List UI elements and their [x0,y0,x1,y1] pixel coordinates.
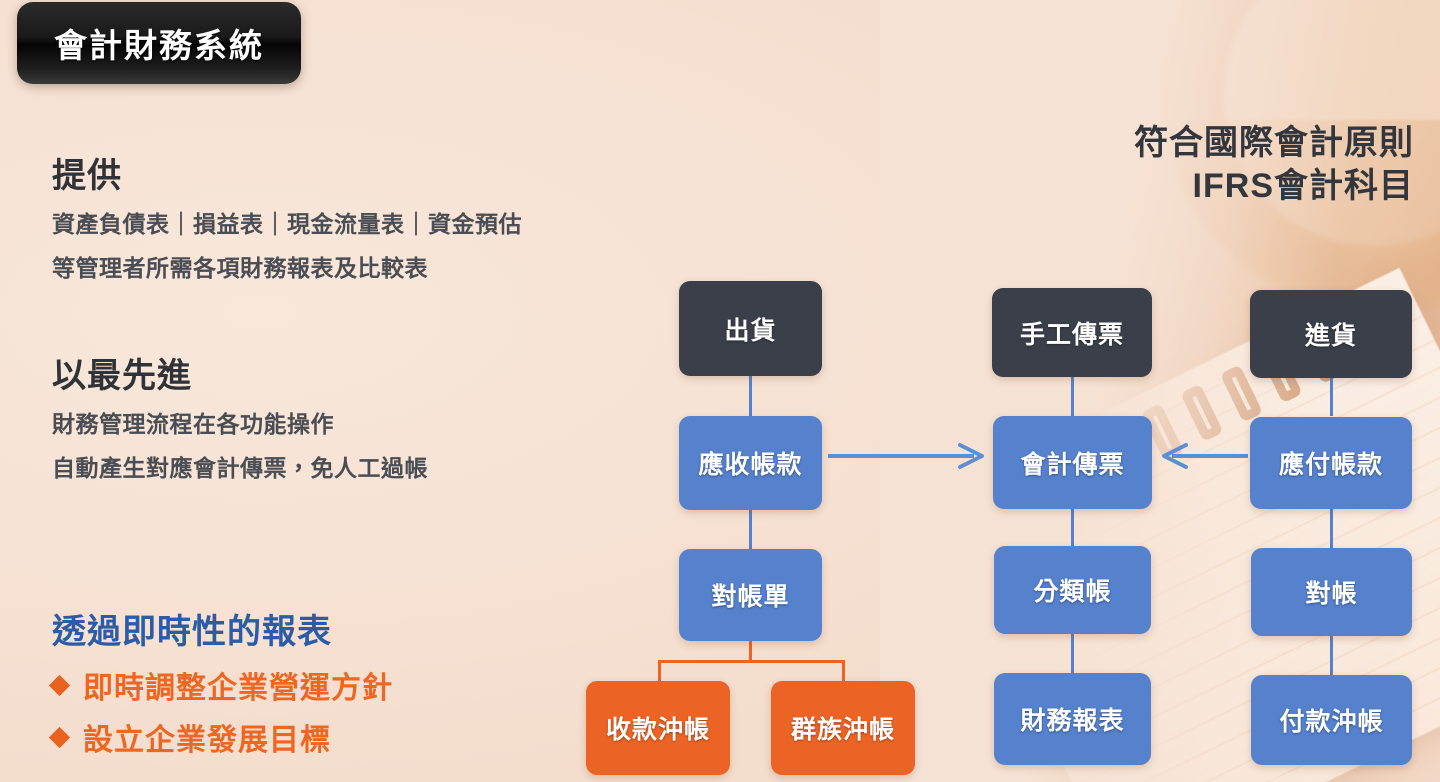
section-report-heading: 透過即時性的報表 [52,613,332,651]
report-bullet-item: 設立企業發展目標 [48,715,393,759]
report-bullet-item: 即時調整企業營運方針 [48,663,393,707]
section-provide-line-1: 資產負債表｜損益表｜現金流量表｜資金預估 [52,211,522,237]
flow-node-purchase[interactable]: 進貨 [1250,290,1412,378]
section-advanced: 以最先進 財務管理流程在各功能操作 自動產生對應會計傳票，免人工過帳 [52,348,428,493]
connector-purchase-to-ap [1330,378,1333,416]
section-advanced-line-1: 財務管理流程在各功能操作 [52,411,334,437]
connector-statement-left-drop [658,660,661,683]
slide-title-text: 會計財務系統 [54,27,264,64]
section-report: 透過即時性的報表 即時調整企業營運方針 設立企業發展目標 [48,604,393,767]
connector-statement-stem [749,638,752,662]
flow-node-reconciliation[interactable]: 對帳 [1251,548,1412,636]
flow-node-group-offset[interactable]: 群族沖帳 [771,681,915,775]
flow-node-accounting-voucher[interactable]: 會計傳票 [993,416,1152,509]
section-provide: 提供 資產負債表｜損益表｜現金流量表｜資金預估 等管理者所需各項財務報表及比較表 [52,148,522,293]
connector-ap-to-reconciliation [1330,508,1333,550]
section-provide-heading: 提供 [52,157,122,195]
arrow-ar-to-voucher [828,443,984,469]
arrow-ap-to-voucher [1162,443,1248,469]
connector-statement-right-drop [842,660,845,683]
right-heading-line-1: 符合國際會計原則 [1134,124,1414,162]
flow-node-manual-voucher[interactable]: 手工傳票 [992,288,1152,377]
flow-node-statement[interactable]: 對帳單 [679,549,822,641]
slide-title-badge: 會計財務系統 [17,2,301,84]
section-advanced-line-2: 自動產生對應會計傳票，免人工過帳 [52,455,428,481]
flow-node-accounts-receivable[interactable]: 應收帳款 [679,416,822,510]
flow-node-financial-report[interactable]: 財務報表 [994,673,1151,765]
report-bullet-label: 即時調整企業營運方針 [83,672,393,705]
flow-node-shipping[interactable]: 出貨 [679,281,822,376]
connector-voucher-to-ledger [1071,508,1074,550]
flow-node-accounts-payable[interactable]: 應付帳款 [1250,417,1412,509]
flow-node-payment-offset[interactable]: 付款沖帳 [1251,675,1412,765]
right-heading: 符合國際會計原則 IFRS會計科目 [1134,122,1414,207]
report-bullet-label: 設立企業發展目標 [83,724,331,757]
connector-reconciliation-to-payment [1330,634,1333,676]
section-provide-line-2: 等管理者所需各項財務報表及比較表 [52,255,428,281]
connector-ledger-to-report [1071,632,1074,674]
connector-shipping-to-ar [749,374,752,418]
connector-manual-to-voucher [1071,376,1074,416]
connector-statement-crossbar [658,660,842,663]
flow-node-receipt-offset[interactable]: 收款沖帳 [586,681,730,775]
right-heading-line-2: IFRS會計科目 [1192,166,1414,205]
connector-ar-to-statement [749,508,752,552]
flow-node-ledger[interactable]: 分類帳 [994,546,1151,634]
background-overlay-veil [880,0,1440,782]
section-advanced-heading: 以最先進 [52,357,192,395]
